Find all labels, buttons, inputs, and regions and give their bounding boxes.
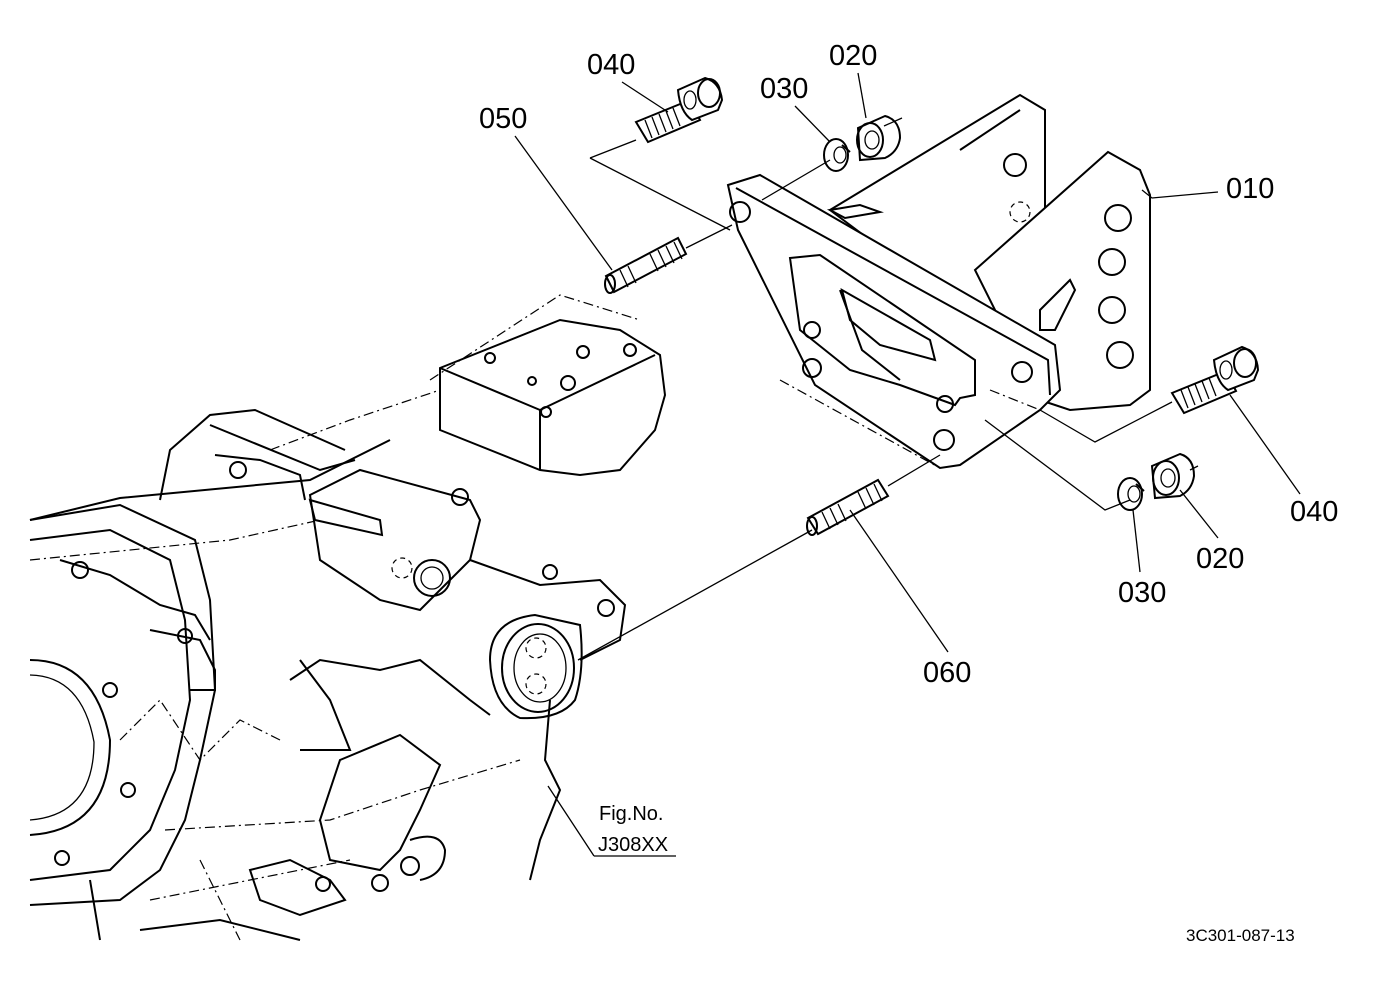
figure-ref-number: J308XX [598,834,668,856]
callout-030-lower: 030 [1118,577,1166,609]
callout-020-upper: 020 [829,40,877,72]
transmission-housing [29,408,627,941]
stud-part-060 [806,478,890,536]
assembly-centerlines [577,117,1199,661]
bracket-part-010 [726,93,1151,470]
spring-washer-part-030-upper [823,138,851,172]
callout-040-upper: 040 [587,49,635,81]
callout-060: 060 [923,657,971,689]
spring-washer-part-030-lower [1117,477,1145,511]
callout-050: 050 [479,103,527,135]
callout-030-upper: 030 [760,73,808,105]
bolt-part-040-upper [634,76,724,144]
callout-020-lower: 020 [1196,543,1244,575]
valve-mounting-pad [269,294,667,477]
stud-part-050 [604,236,688,294]
callout-010: 010 [1226,173,1274,205]
nut-part-020-upper [856,114,902,162]
callout-leaders [514,72,1301,857]
figure-ref-label: Fig.No. [599,803,663,825]
drawing-code: 3C301-087-13 [1186,926,1295,945]
callout-040-lower: 040 [1290,496,1338,528]
bolt-part-040-lower [1170,345,1260,415]
nut-part-020-lower [1150,452,1196,500]
